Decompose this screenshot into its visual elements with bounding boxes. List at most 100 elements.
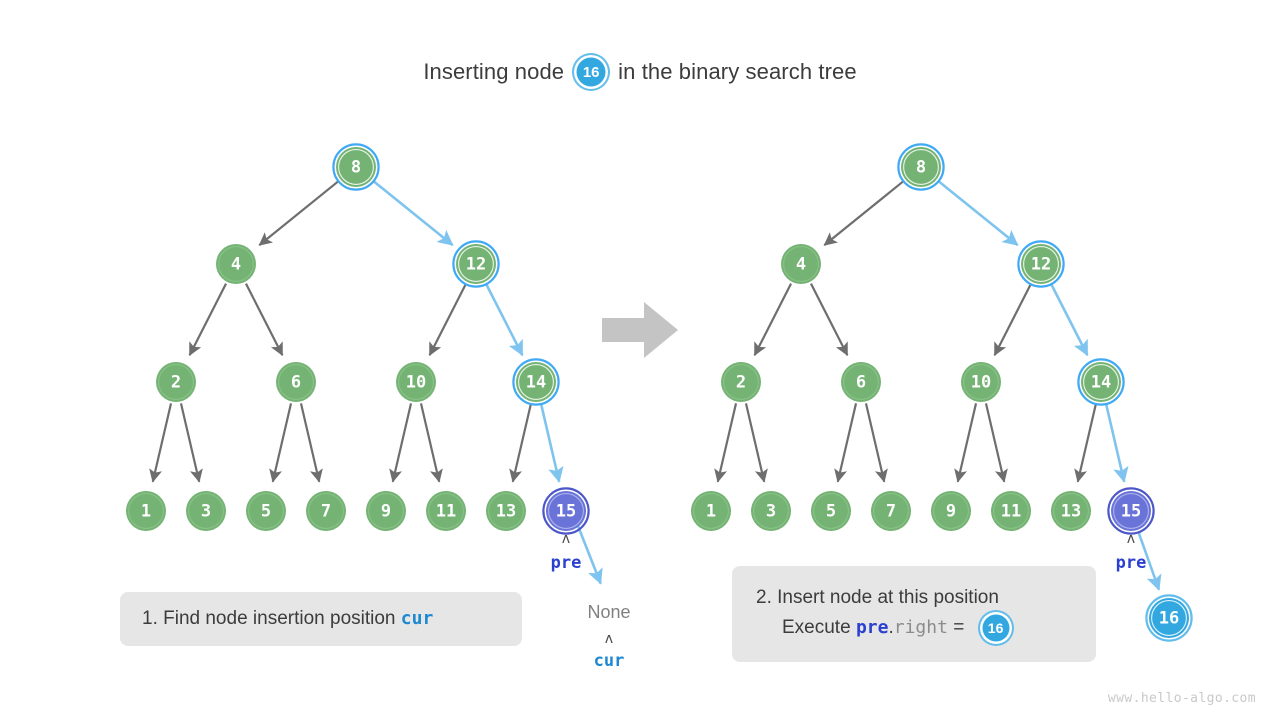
tree-node-label: 10	[406, 373, 426, 393]
tree-node-label: 5	[261, 502, 271, 522]
watermark: www.hello-algo.com	[1107, 691, 1256, 706]
caption-line: Execute pre.right = 16	[756, 611, 1072, 644]
tree-node-label: 12	[466, 255, 486, 275]
tree-node-9[interactable]: 9	[366, 491, 406, 531]
pointer-label-cur: cur	[594, 651, 625, 671]
tree-node-10[interactable]: 10	[396, 362, 436, 402]
tree-node-label: 5	[826, 502, 836, 522]
none-label: None	[587, 602, 630, 622]
tree-edge	[149, 403, 173, 483]
tree-node-13[interactable]: 13	[1051, 491, 1091, 531]
tree-node-label: 6	[291, 373, 301, 393]
tree-edge	[419, 403, 443, 483]
caption-node-badge-16: 16	[979, 611, 1012, 644]
tree-node-15[interactable]: 15	[1107, 487, 1155, 535]
tree-node-5[interactable]: 5	[811, 491, 851, 531]
tree-node-12[interactable]: 12	[1017, 240, 1065, 288]
tree-node-4[interactable]: 4	[781, 244, 821, 284]
tree-edge	[269, 403, 293, 483]
tree-edge	[244, 283, 284, 357]
tree-node-10[interactable]: 10	[961, 362, 1001, 402]
tree-edge	[823, 179, 905, 246]
pointer-caret-icon: ʌ	[605, 631, 613, 647]
caption-line: 2. Insert node at this position	[756, 584, 1072, 612]
caption-text: 1. Find node insertion position	[142, 608, 401, 630]
tree-node-label: 8	[351, 158, 361, 178]
tree-node-14[interactable]: 14	[1077, 358, 1125, 406]
tree-node-15[interactable]: 15	[542, 487, 590, 535]
tree-edges	[714, 179, 1162, 591]
tree-node-label: 16	[1159, 609, 1179, 629]
tree-node-12[interactable]: 12	[452, 240, 500, 288]
tree-node-label: 14	[526, 373, 546, 393]
tree-edge	[299, 403, 323, 483]
tree-node-11[interactable]: 11	[991, 491, 1031, 531]
tree-node-1[interactable]: 1	[126, 491, 166, 531]
pointer-label-pre: pre	[551, 553, 582, 573]
tree-node-label: 13	[496, 502, 516, 522]
title-node-badge-16: 16	[574, 55, 609, 89]
tree-node-label: 10	[971, 373, 991, 393]
diagram-title: Inserting node 16 in the binary search t…	[0, 50, 1280, 94]
tree-edge	[714, 403, 738, 483]
tree-node-2[interactable]: 2	[721, 362, 761, 402]
title-text-before: Inserting node	[423, 59, 565, 84]
tree-node-16[interactable]: 16	[1145, 594, 1193, 642]
tree-node-9[interactable]: 9	[931, 491, 971, 531]
tree-node-6[interactable]: 6	[841, 362, 881, 402]
tree-node-label: 11	[1001, 502, 1021, 522]
caption-line: 1. Find node insertion position cur	[142, 605, 500, 633]
tree-edge	[744, 403, 768, 483]
tree-edge	[1074, 403, 1098, 483]
tree-node-label: 4	[231, 255, 241, 275]
tree-edge	[993, 283, 1033, 357]
tree-node-14[interactable]: 14	[512, 358, 560, 406]
tree-node-label: 2	[171, 373, 181, 393]
caption-text: Execute	[782, 616, 856, 638]
tree-edge	[509, 403, 533, 483]
tree-node-6[interactable]: 6	[276, 362, 316, 402]
tree-node-4[interactable]: 4	[216, 244, 256, 284]
tree-node-8[interactable]: 8	[897, 143, 945, 191]
tree-node-2[interactable]: 2	[156, 362, 196, 402]
tree-node-label: 7	[321, 502, 331, 522]
tree-node-11[interactable]: 11	[426, 491, 466, 531]
pointer-caret-icon: ʌ	[562, 531, 570, 547]
tree-node-5[interactable]: 5	[246, 491, 286, 531]
caption-text: .	[888, 616, 894, 638]
tree-edge	[1137, 531, 1162, 591]
tree-node-label: 4	[796, 255, 806, 275]
tree-edge	[389, 403, 413, 483]
tree-node-label: 6	[856, 373, 866, 393]
tree-edge	[954, 403, 978, 483]
tree-edge	[864, 403, 888, 483]
tree-node-1[interactable]: 1	[691, 491, 731, 531]
tree-edge	[834, 403, 858, 483]
tree-node-7[interactable]: 7	[871, 491, 911, 531]
tree-node-label: 7	[886, 502, 896, 522]
tree-edge	[188, 283, 228, 357]
tree-edge	[984, 403, 1008, 483]
right-arrow-icon	[602, 302, 678, 358]
tree-edge	[372, 179, 454, 247]
tree-edge	[753, 283, 793, 357]
pointer-caret-icon: ʌ	[1127, 531, 1135, 547]
caption-text: 2. Insert node at this position	[756, 587, 999, 609]
tree-node-13[interactable]: 13	[486, 491, 526, 531]
tree-node-3[interactable]: 3	[751, 491, 791, 531]
caption-text: right	[893, 616, 948, 638]
tree-node-3[interactable]: 3	[186, 491, 226, 531]
tree-edge	[1049, 283, 1089, 357]
tree-node-7[interactable]: 7	[306, 491, 346, 531]
tree-node-label: 8	[916, 158, 926, 178]
caption-step-1: 1. Find node insertion position cur	[120, 592, 522, 646]
tree-node-label: 15	[1121, 502, 1141, 522]
tree-node-label: 3	[766, 502, 776, 522]
tree-node-8[interactable]: 8	[332, 143, 380, 191]
tree-edge	[539, 403, 564, 483]
